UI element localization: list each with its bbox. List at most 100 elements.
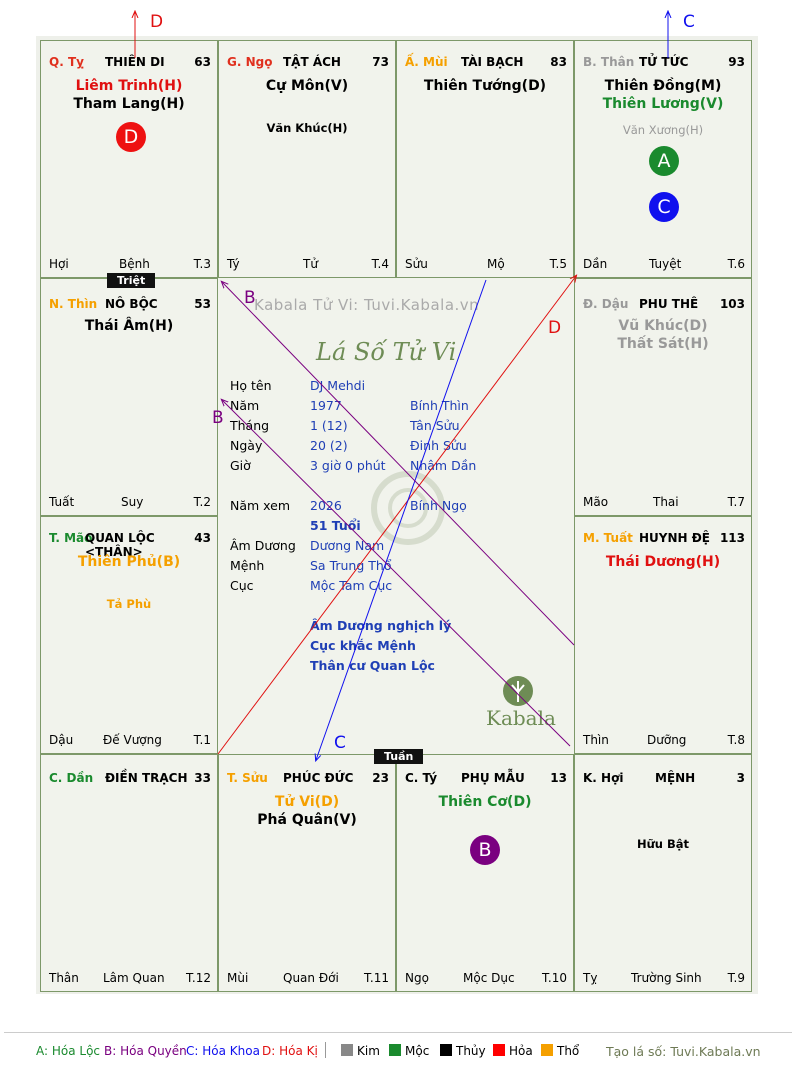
legend-tho: Thổ [541, 1044, 579, 1058]
value-ho-ten: DJ Mehdi [310, 378, 366, 393]
foot-t: T.6 [727, 257, 745, 271]
value-ngay-can: Đinh Sửu [410, 438, 467, 453]
palace-number: 13 [550, 771, 567, 785]
palace-branch: T. Mão [49, 531, 93, 545]
foot-branch: Ngọ [405, 971, 429, 985]
palace-name: TỬ TỨC [639, 55, 689, 69]
palace-name: MỆNH [655, 771, 696, 785]
arrow-d [217, 276, 576, 755]
palace-branch: Ấ. Mùi [405, 55, 448, 69]
minor-star: Văn Khúc(H) [266, 121, 348, 135]
label-am-duong: Âm Dương [230, 538, 296, 553]
major-star: Liêm Trinh(H) [75, 78, 183, 94]
foot-t: T.7 [727, 495, 745, 509]
note-1: Âm Dương nghịch lý [310, 618, 452, 633]
value-nam-can: Bính Thìn [410, 398, 469, 413]
foot-t: T.5 [549, 257, 567, 271]
foot-stage: Tử [303, 257, 318, 271]
foot-branch: Tỵ [583, 971, 598, 985]
value-menh: Sa Trung Thổ [310, 558, 392, 573]
badge-c: C [649, 192, 679, 222]
foot-t: T.1 [193, 733, 211, 747]
foot-stage: Quan Đới [283, 971, 339, 985]
major-star: Vũ Khúc(D) [618, 318, 708, 334]
foot-stage: Mộc Dục [463, 971, 515, 985]
value-gio: 3 giờ 0 phút [310, 458, 386, 473]
palace-name: QUAN LỘC <THÂN> [85, 531, 155, 559]
palace-branch: N. Thìn [49, 297, 98, 311]
foot-t: T.12 [186, 971, 211, 985]
value-tuoi: 51 Tuổi [310, 518, 361, 533]
foot-t: T.2 [193, 495, 211, 509]
major-star: Thiên Tướng(D) [423, 78, 547, 94]
palace-number: 33 [194, 771, 211, 785]
minor-star: Tả Phù [106, 597, 152, 611]
legend-site-link[interactable]: Tạo lá số: Tuvi.Kabala.vn [606, 1044, 761, 1059]
foot-branch: Mùi [227, 971, 249, 985]
palace-name: HUYNH ĐỆ [639, 531, 710, 545]
value-thang: 1 (12) [310, 418, 348, 433]
foot-t: T.8 [727, 733, 745, 747]
palace-branch: C. Dần [49, 771, 94, 785]
arrow-b2 [222, 400, 571, 747]
value-am-duong: Dương Nam [310, 538, 385, 553]
badge-d: D [116, 122, 146, 152]
palace-branch: B. Thân [583, 55, 635, 69]
palace-name: PHU THÊ [639, 297, 699, 311]
palace-number: 53 [194, 297, 211, 311]
foot-stage: Bệnh [119, 257, 150, 271]
kabala-logo-text: Kabala [486, 706, 556, 730]
palace-branch: G. Ngọ [227, 55, 273, 69]
major-star: Thất Sát(H) [617, 336, 709, 352]
palace-name: PHỤ MẪU [461, 771, 525, 785]
foot-branch: Tuất [49, 495, 75, 509]
label-ngay: Ngày [230, 438, 263, 453]
palace-name: NÔ BỘC [105, 297, 158, 311]
note-2: Cục khắc Mệnh [310, 638, 416, 653]
watermark-text: Kabala Tử Vi: Tuvi.Kabala.vn [254, 296, 480, 314]
major-star: Thiên Lương(V) [602, 96, 724, 112]
legend-bar: A: Hóa Lộc B: Hóa Quyền C: Hóa Khoa D: H… [0, 1030, 796, 1070]
major-star: Thái Dương(H) [605, 554, 721, 570]
arrow-label-d: D [548, 318, 562, 338]
value-cuc: Mộc Tam Cục [310, 578, 393, 593]
foot-branch: Thìn [583, 733, 609, 747]
palace-number: 103 [719, 297, 745, 311]
tag-tuan: Tuần [374, 749, 424, 764]
legend-hoa-quyen: B: Hóa Quyền [104, 1044, 187, 1058]
major-star: Thiên Phủ(B) [77, 554, 181, 570]
foot-branch: Sửu [405, 257, 428, 271]
palace-branch: Đ. Dậu [583, 297, 629, 311]
note-3: Thân cư Quan Lộc [310, 658, 435, 673]
palace-number: 43 [194, 531, 211, 545]
major-star: Tham Lang(H) [73, 96, 185, 112]
foot-stage: Thai [653, 495, 679, 509]
foot-branch: Hợi [49, 257, 69, 271]
major-star: Thiên Cơ(D) [438, 794, 532, 810]
foot-branch: Dần [583, 257, 608, 271]
palace-branch: C. Tý [405, 771, 438, 785]
foot-stage: Tuyệt [649, 257, 682, 271]
foot-stage: Mộ [487, 257, 505, 271]
minor-star: Hữu Bật [636, 837, 690, 851]
legend-hoa-loc: A: Hóa Lộc [36, 1044, 101, 1058]
minor-star: Văn Xương(H) [622, 123, 704, 137]
legend-hoa: Hỏa [493, 1044, 533, 1058]
major-star: Phá Quân(V) [257, 812, 357, 828]
major-star: Tử Vi(D) [274, 794, 340, 810]
foot-branch: Dậu [49, 733, 74, 747]
palace-number: 113 [719, 531, 745, 545]
